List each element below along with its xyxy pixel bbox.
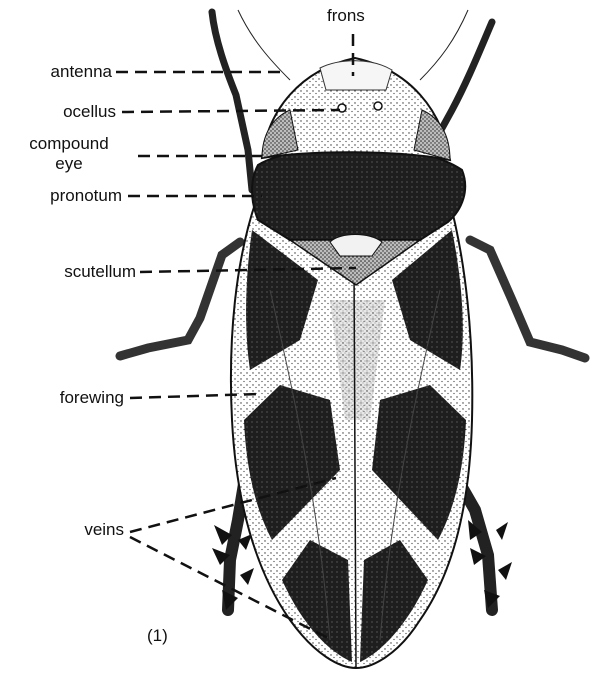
- label-forewing: forewing: [10, 388, 124, 408]
- label-pronotum: pronotum: [10, 186, 122, 206]
- label-veins: veins: [10, 520, 124, 540]
- foreleg-right: [470, 240, 585, 358]
- figure-number: (1): [147, 626, 168, 646]
- scutellum-crest: [330, 235, 382, 257]
- ocellus-right: [374, 102, 382, 110]
- antenna-bristle-left: [238, 10, 290, 80]
- label-compound-eye-line2: eye: [4, 154, 134, 174]
- foreleg-left: [120, 242, 240, 356]
- label-scutellum: scutellum: [10, 262, 136, 282]
- label-antenna: antenna: [20, 62, 112, 82]
- label-compound-eye-line1: compound: [4, 134, 134, 154]
- label-frons: frons: [327, 6, 365, 26]
- frons-region: [320, 61, 392, 90]
- antenna-left: [212, 12, 252, 190]
- label-ocellus: ocellus: [20, 102, 116, 122]
- antenna-bristle-right: [420, 10, 468, 80]
- pronotum-shape: [252, 147, 465, 240]
